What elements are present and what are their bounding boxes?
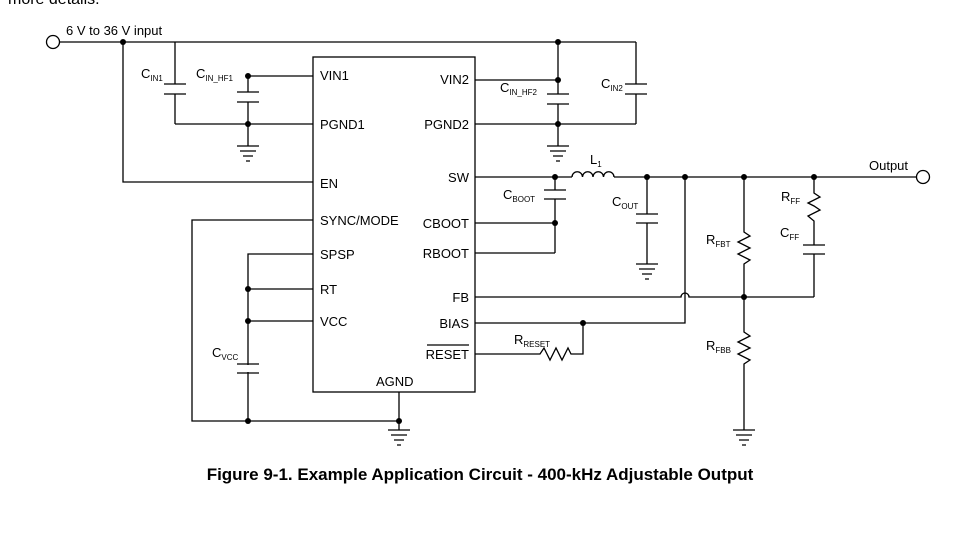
cff-label: CFF (780, 225, 799, 242)
rff-resistor (806, 177, 822, 245)
rfbt-resistor (736, 177, 752, 297)
pin-spsp: SPSP (320, 247, 355, 262)
pin-vin2: VIN2 (440, 72, 469, 87)
application-circuit-schematic: 6 V to 36 V input CIN1 CIN_HF1 CIN_HF2 C… (45, 23, 931, 446)
cff-capacitor (803, 244, 825, 297)
pin-bias: BIAS (439, 316, 469, 331)
pin-pgnd1: PGND1 (320, 117, 365, 132)
ground-symbol-cout (636, 263, 658, 280)
rfbb-resistor (736, 297, 752, 430)
figure-caption: Figure 9-1. Example Application Circuit … (206, 465, 754, 484)
cin1-label: CIN1 (141, 66, 163, 83)
cin-hf1-capacitor (237, 76, 259, 124)
ground-symbol-pgnd2 (547, 145, 569, 162)
rfbt-label: RFBT (706, 232, 731, 249)
en-wire (122, 42, 313, 183)
junction-dots (120, 39, 817, 424)
ground-symbol-agnd (388, 429, 410, 446)
rfbb-label: RFBB (706, 338, 731, 355)
spsp-rt-vcc-wire (247, 253, 313, 421)
vin2-wire (475, 42, 559, 94)
input-rail (59, 41, 637, 84)
output-terminal-label: Output (869, 158, 908, 173)
pin-vcc: VCC (320, 314, 347, 329)
input-terminal (45, 34, 61, 50)
pin-en: EN (320, 176, 338, 191)
pin-rboot: RBOOT (423, 246, 469, 261)
bias-wire (475, 177, 686, 324)
pin-reset: RESET (426, 347, 469, 362)
input-terminal-label: 6 V to 36 V input (66, 23, 163, 38)
ic-body (312, 56, 476, 393)
cvcc-capacitor (237, 363, 259, 374)
pgnd1-wire (175, 123, 313, 146)
pin-sync-mode: SYNC/MODE (320, 213, 399, 228)
cin-hf1-label: CIN_HF1 (196, 66, 234, 83)
sync-mode-wire (191, 219, 399, 422)
cin-hf2-label: CIN_HF2 (500, 80, 538, 97)
l1-inductor (571, 171, 615, 178)
cin2-capacitor (625, 83, 647, 124)
cboot-label: CBOOT (503, 187, 535, 204)
reset-wire (475, 323, 584, 362)
rreset-label: RRESET (514, 332, 550, 349)
pin-fb: FB (452, 290, 469, 305)
pin-sw: SW (448, 170, 470, 185)
pin-vin1: VIN1 (320, 68, 349, 83)
l1-label: L1 (590, 152, 602, 169)
ground-symbol-pgnd1 (237, 145, 259, 162)
cout-label: COUT (612, 194, 638, 211)
pin-rt: RT (320, 282, 337, 297)
cvcc-label: CVCC (212, 345, 239, 362)
pin-cboot: CBOOT (423, 216, 469, 231)
pin-agnd: AGND (376, 374, 414, 389)
cboot-rboot-wire (475, 222, 555, 254)
output-terminal (915, 169, 931, 185)
cin-hf2-capacitor (547, 93, 569, 146)
rff-label: RFF (781, 189, 800, 206)
cin2-label: CIN2 (601, 76, 623, 93)
cboot-capacitor (544, 177, 566, 253)
fb-wire (475, 292, 814, 298)
ground-symbol-rfbb (733, 429, 755, 446)
cout-capacitor (636, 177, 658, 264)
pin-pgnd2: PGND2 (424, 117, 469, 132)
previous-paragraph-fragment: more details. (8, 0, 100, 9)
cin1-capacitor (164, 42, 186, 124)
